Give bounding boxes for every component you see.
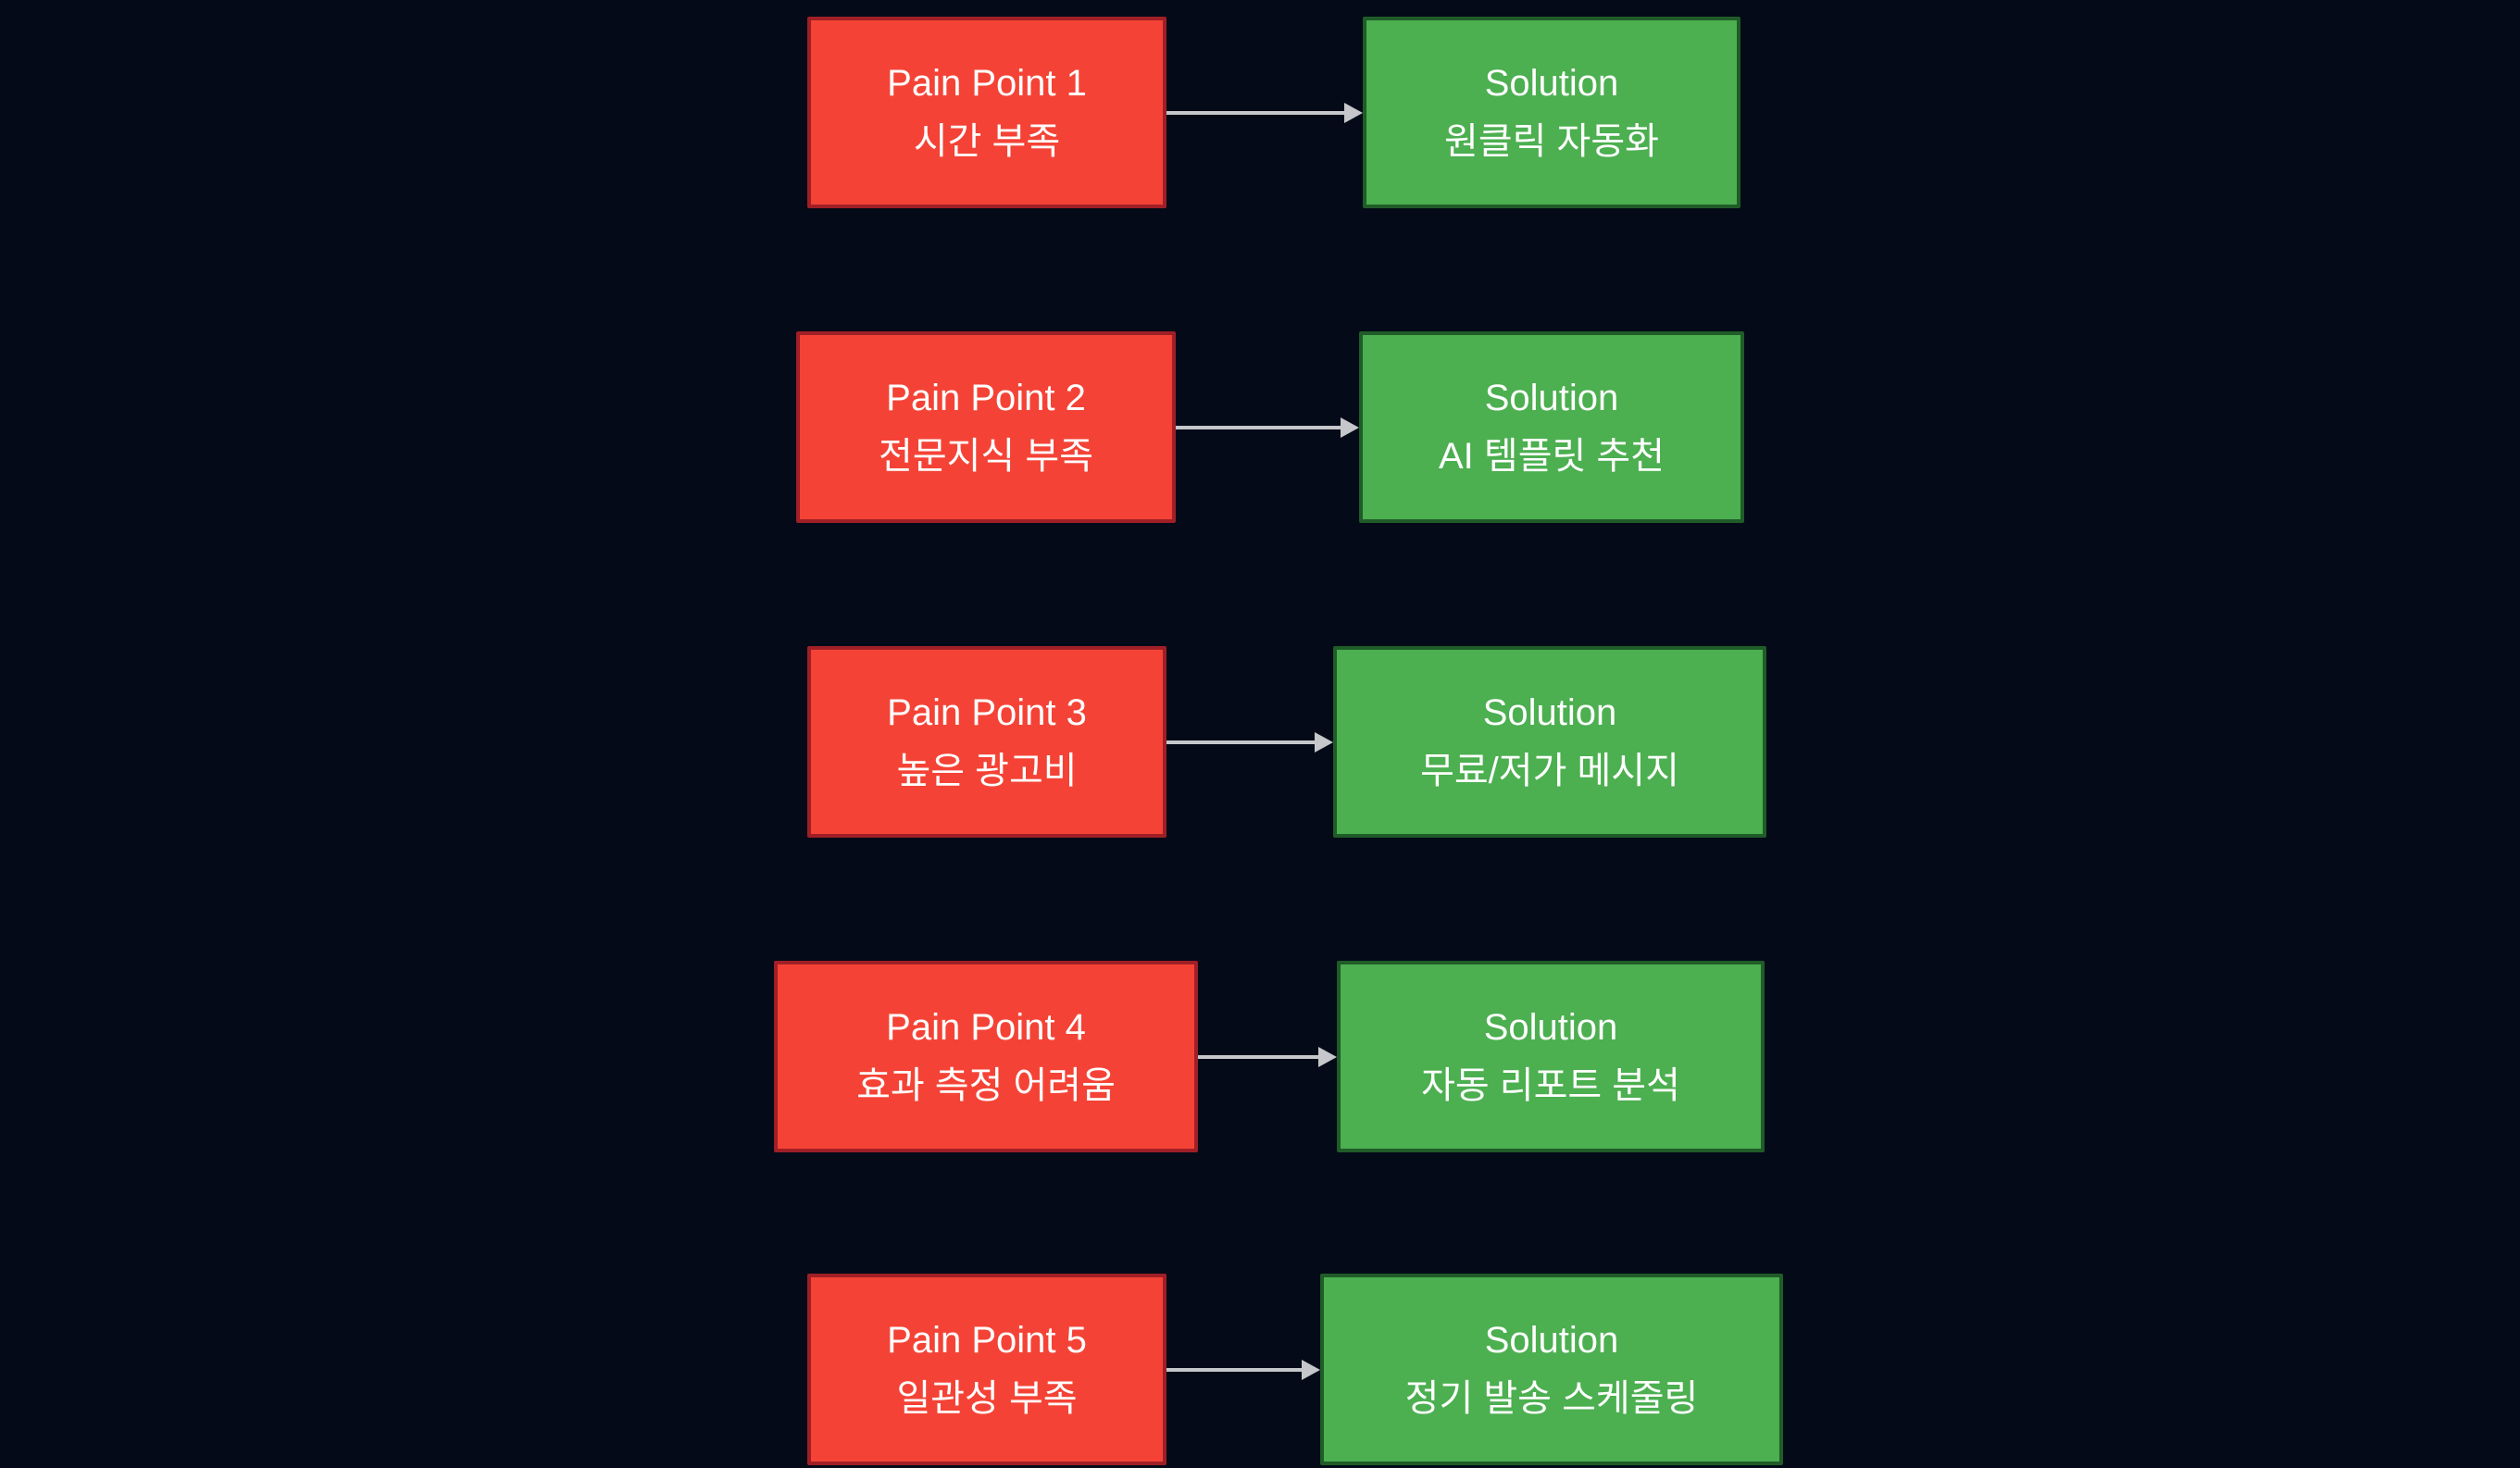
solution-label: 원클릭 자동화 bbox=[1444, 120, 1659, 162]
solution-title: Solution bbox=[1483, 1006, 1618, 1048]
pain-point-label: 전문지식 부족 bbox=[879, 435, 1093, 477]
solution-label: AI 템플릿 추천 bbox=[1438, 435, 1665, 477]
solution-title: Solution bbox=[1484, 62, 1619, 104]
solution-label: 정기 발송 스케줄링 bbox=[1404, 1377, 1699, 1419]
arrow-head-icon bbox=[1344, 103, 1363, 123]
pain-point-title: Pain Point 2 bbox=[886, 377, 1086, 418]
solution-title: Solution bbox=[1484, 1319, 1619, 1361]
pain-point-title: Pain Point 1 bbox=[887, 62, 1087, 104]
solution-box-2: Solution AI 템플릿 추천 bbox=[1359, 331, 1744, 523]
arrow-shaft bbox=[1166, 1368, 1304, 1372]
arrow-shaft bbox=[1166, 740, 1316, 744]
pain-point-box-2: Pain Point 2 전문지식 부족 bbox=[796, 331, 1176, 523]
arrow-head-icon bbox=[1315, 732, 1333, 753]
arrow-shaft bbox=[1198, 1055, 1320, 1059]
solution-box-3: Solution 무료/저가 메시지 bbox=[1333, 646, 1766, 838]
arrow-connector bbox=[1166, 1360, 1320, 1380]
arrow-shaft bbox=[1176, 426, 1342, 429]
mapping-row-4: Pain Point 4 효과 측정 어려움 Solution 자동 리포트 분… bbox=[0, 961, 2520, 1152]
pain-point-box-5: Pain Point 5 일관성 부족 bbox=[807, 1274, 1166, 1465]
pain-point-label: 시간 부족 bbox=[913, 120, 1061, 162]
arrow-connector bbox=[1166, 103, 1363, 123]
pain-point-label: 일관성 부족 bbox=[896, 1377, 1078, 1419]
pain-point-label: 효과 측정 어려움 bbox=[856, 1064, 1116, 1106]
arrow-head-icon bbox=[1302, 1360, 1320, 1380]
pain-point-box-4: Pain Point 4 효과 측정 어려움 bbox=[774, 961, 1198, 1152]
arrow-connector bbox=[1176, 417, 1359, 438]
pain-point-title: Pain Point 5 bbox=[887, 1319, 1087, 1361]
solution-box-5: Solution 정기 발송 스케줄링 bbox=[1320, 1274, 1783, 1465]
arrow-connector bbox=[1166, 732, 1333, 753]
solution-label: 자동 리포트 분석 bbox=[1421, 1064, 1680, 1106]
solution-box-1: Solution 원클릭 자동화 bbox=[1363, 17, 1740, 208]
solution-title: Solution bbox=[1484, 377, 1619, 418]
mapping-row-3: Pain Point 3 높은 광고비 Solution 무료/저가 메시지 bbox=[0, 646, 2520, 838]
pain-point-box-1: Pain Point 1 시간 부족 bbox=[807, 17, 1166, 208]
solution-label: 무료/저가 메시지 bbox=[1420, 750, 1679, 791]
mapping-row-5: Pain Point 5 일관성 부족 Solution 정기 발송 스케줄링 bbox=[0, 1274, 2520, 1465]
solution-box-4: Solution 자동 리포트 분석 bbox=[1337, 961, 1765, 1152]
pain-point-title: Pain Point 3 bbox=[887, 691, 1087, 733]
pain-point-box-3: Pain Point 3 높은 광고비 bbox=[807, 646, 1166, 838]
pain-point-label: 높은 광고비 bbox=[896, 750, 1078, 791]
arrow-connector bbox=[1198, 1047, 1337, 1067]
solution-title: Solution bbox=[1482, 691, 1617, 733]
arrow-head-icon bbox=[1341, 417, 1359, 438]
mapping-row-1: Pain Point 1 시간 부족 Solution 원클릭 자동화 bbox=[0, 17, 2520, 208]
arrow-shaft bbox=[1166, 111, 1346, 115]
pain-point-title: Pain Point 4 bbox=[886, 1006, 1086, 1048]
arrow-head-icon bbox=[1318, 1047, 1337, 1067]
mapping-row-2: Pain Point 2 전문지식 부족 Solution AI 템플릿 추천 bbox=[0, 331, 2520, 523]
